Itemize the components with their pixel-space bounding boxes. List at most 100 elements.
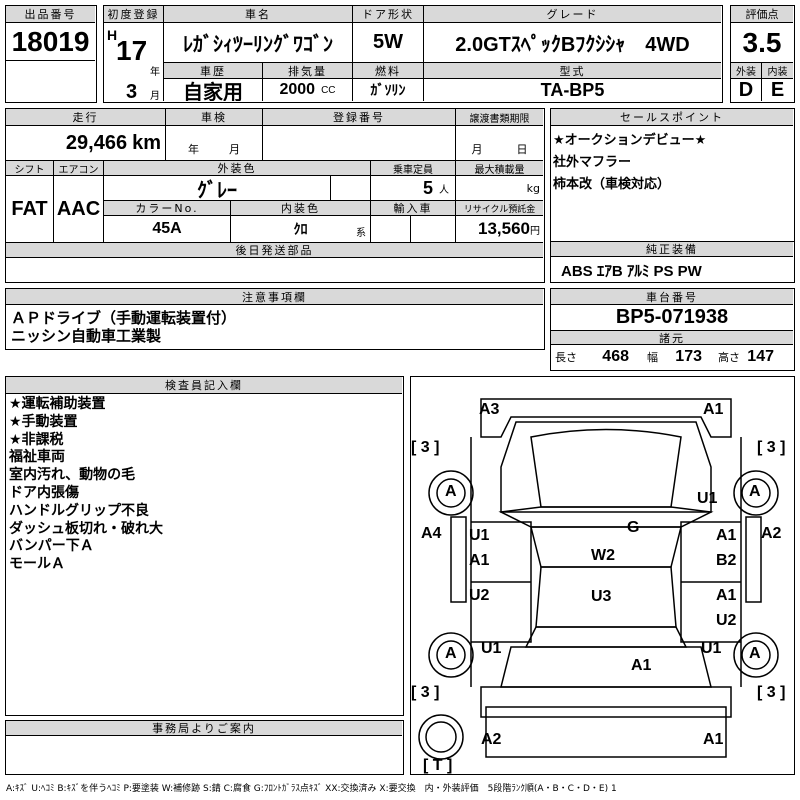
lot-number: 18019 <box>6 23 95 61</box>
first-reg: H 17 年 3 月 <box>104 23 164 101</box>
damage-mark: B2 <box>716 552 737 569</box>
sales-points: セールスポイント ★オークションデビュー★ 社外マフラー 柿本改（車検対応） <box>550 108 795 242</box>
kg-unit: kg <box>456 176 543 201</box>
equipment-value: ABS ｴｱB ｱﾙﾐ PS PW <box>561 263 702 280</box>
reg-number <box>263 126 456 161</box>
ac-label: エアコン <box>54 161 104 176</box>
damage-mark: A1 <box>716 527 737 544</box>
sales-line: ★オークションデビュー★ <box>553 133 707 148</box>
color-label: 外装色 <box>104 161 371 176</box>
import-cell-1 <box>371 216 411 243</box>
int-grade: E <box>770 79 785 101</box>
recycle-fee: 13,560 <box>478 219 530 238</box>
inspector-notes: 検査員記入欄 ★運転補助装置 ★手動装置 ★非課税 福祉車両 室内汚れ、動物の毛… <box>5 376 404 716</box>
damage-mark: U1 <box>697 490 718 507</box>
kei-unit: 系 <box>356 228 366 239</box>
damage-mark: A1 <box>716 587 737 604</box>
damage-mark: A4 <box>421 525 442 542</box>
inspector-line: ★手動装置 <box>9 413 78 430</box>
door: 5W <box>353 23 424 63</box>
inspector-line: ★非課税 <box>9 431 64 448</box>
capacity-label: 乗車定員 <box>371 161 456 176</box>
notes-label: 注意事項欄 <box>6 289 543 305</box>
damage-mark: A1 <box>703 731 724 748</box>
height-label: 高さ <box>718 351 740 364</box>
inspector-line: バンパー下Ａ <box>9 538 94 555</box>
car-name-label: 車名 <box>164 6 353 23</box>
damage-mark: A2 <box>761 525 782 542</box>
damage-mark: A2 <box>481 731 502 748</box>
score-box: 評価点 3.5 外装 内装 D E <box>730 5 795 103</box>
damage-mark: [ 3 ] <box>411 439 440 456</box>
damage-mark: [ T ] <box>423 757 453 774</box>
interior-label: 内装色 <box>231 201 371 216</box>
cc-unit: CC <box>321 84 336 96</box>
inspector-line: 福祉車両 <box>9 449 65 466</box>
km-unit: km <box>132 131 161 154</box>
color-extra <box>331 176 371 201</box>
score: 3.5 <box>731 23 793 63</box>
sales-line: 社外マフラー <box>553 155 632 170</box>
reg-label: 登録番号 <box>263 109 456 126</box>
damage-mark: A <box>749 645 761 662</box>
transfer-day-unit: 日 <box>516 143 528 156</box>
height: 147 <box>747 348 774 365</box>
damage-mark: G <box>627 519 640 536</box>
notes: 注意事項欄 ＡＰドライブ（手動運転装置付） ニッシン自動車工業製 <box>5 288 545 350</box>
grade: 2.0GTｽﾍﾟｯｸBﾌｸｼｼｬ 4WD <box>424 23 721 63</box>
damage-mark: A <box>749 483 761 500</box>
inspector-line: モールＡ <box>9 556 65 573</box>
vehicle-info: 初度登録 車名 ドア形状 グレード H 17 年 3 月 ﾚｶﾞｼｨﾂｰﾘﾝｸﾞ… <box>103 5 723 103</box>
ac: AAC <box>54 176 104 243</box>
displacement: 2000 <box>279 81 316 98</box>
later-parts-label: 後日発送部品 <box>6 243 543 258</box>
damage-mark: U2 <box>469 587 490 604</box>
year-unit: 年 <box>150 67 160 78</box>
interior-color: ｸﾛ <box>293 221 308 237</box>
displacement-label: 排気量 <box>263 63 353 79</box>
lot-box: 出品番号 18019 <box>5 5 97 103</box>
width-label: 幅 <box>647 351 658 364</box>
damage-mark: A1 <box>631 657 652 674</box>
import-label: 輸入車 <box>371 201 456 216</box>
inspector-line: ドア内張傷 <box>9 484 79 501</box>
int-label: 内装 <box>762 63 793 79</box>
damage-mark: [ 3 ] <box>411 684 440 701</box>
chassis-label: 車台番号 <box>551 289 793 305</box>
damage-mark: U1 <box>469 527 490 544</box>
inspection-month-unit: 月 <box>229 143 240 156</box>
inspection-year-unit: 年 <box>188 143 199 156</box>
fuel: ｶﾞｿﾘﾝ <box>353 79 424 101</box>
colorno-label: カラーNo. <box>104 201 231 216</box>
yen-unit: 円 <box>530 225 540 237</box>
mileage: 29,466 <box>65 131 128 154</box>
person-unit: 人 <box>439 184 449 196</box>
grade-label: グレード <box>424 6 721 23</box>
ext-grade: D <box>731 79 762 101</box>
model-label: 型式 <box>424 63 721 79</box>
transfer-label: 譲渡書類期限 <box>456 109 543 126</box>
era: H <box>107 27 118 43</box>
damage-mark: U1 <box>701 640 722 657</box>
damage-mark: A <box>445 645 457 662</box>
import-cell-2 <box>411 216 456 243</box>
car-outline <box>418 398 779 760</box>
inspector-line: 室内汚れ、動物の毛 <box>9 467 136 484</box>
history: 自家用 <box>164 79 263 101</box>
exterior-color: ｸﾞﾚｰ <box>104 176 331 201</box>
damage-mark: [ 3 ] <box>757 439 786 456</box>
transfer-month-unit: 月 <box>471 143 483 156</box>
damage-mark: U3 <box>591 588 612 605</box>
damage-mark: W2 <box>591 547 615 564</box>
model: TA-BP5 <box>540 79 605 100</box>
door-label: ドア形状 <box>353 6 424 23</box>
inspection-label: 車検 <box>166 109 263 126</box>
sales-line: 柿本改（車検対応） <box>553 177 671 192</box>
shift-label: シフト <box>6 161 54 176</box>
damage-diagram: A3 A1 [ 3 ] [ 3 ] A A U1 A4 A2 G U1 A1 A… <box>410 376 795 775</box>
ext-label: 外装 <box>731 63 762 79</box>
damage-mark: A1 <box>469 552 490 569</box>
length: 468 <box>602 348 629 365</box>
